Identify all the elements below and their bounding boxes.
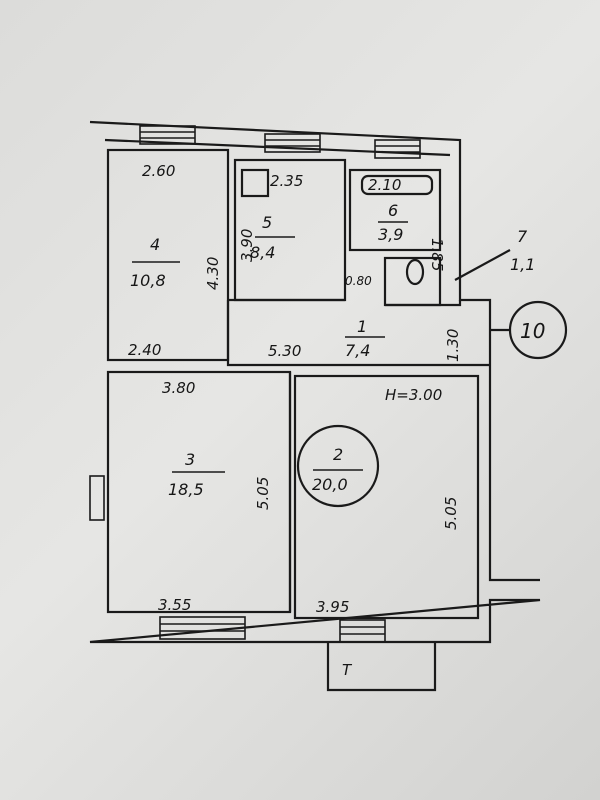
- balcony: [326, 642, 437, 692]
- room-6-area: 3,9: [378, 225, 403, 244]
- room-5-area: 8,4: [250, 243, 275, 262]
- dim-r4-side: 4.30: [204, 257, 222, 290]
- dim-r6-top: 2.10: [368, 176, 401, 194]
- dim-r3-top: 3.80: [162, 379, 195, 397]
- room-6-bath: [348, 168, 442, 252]
- room-2: [293, 374, 480, 620]
- balcony-label: T: [342, 661, 353, 679]
- leader-line: [454, 249, 511, 281]
- room-7-number: 7: [517, 227, 528, 246]
- room-5-number: 5: [262, 213, 272, 232]
- dim-r6-side: 1.85: [428, 238, 446, 271]
- room-2-circle: [296, 424, 380, 508]
- stove-icon: [240, 168, 270, 198]
- room-3-area: 18,5: [168, 480, 204, 499]
- toilet-icon: [405, 258, 425, 286]
- dim-door: 0.80: [345, 274, 372, 288]
- dim-r4-top: 2.60: [142, 162, 175, 180]
- room-1-corridor: [226, 298, 490, 367]
- bathtub-icon: [360, 174, 434, 196]
- dim-r2-side: 5.05: [442, 497, 460, 530]
- dim-r5-side: 3.90: [238, 229, 256, 262]
- room-1-number: 1: [357, 317, 367, 336]
- room-7-area: 1,1: [510, 255, 535, 274]
- dim-r4-bottom: 2.40: [128, 341, 161, 359]
- dim-r2-bottom: 3.95: [316, 598, 349, 616]
- apartment-number: 10: [520, 319, 545, 343]
- dim-r3-bottom: 3.55: [158, 596, 191, 614]
- outer-wall: [89, 120, 541, 644]
- room-1-area: 7,4: [345, 341, 370, 360]
- ceiling-height: H=3.00: [385, 386, 442, 404]
- room-2-area: 20,0: [312, 475, 348, 494]
- dim-r3-side: 5.05: [254, 477, 272, 510]
- room-3-number: 3: [185, 450, 195, 469]
- room-6-number: 6: [388, 201, 398, 220]
- dim-corridor-side: 1.30: [444, 329, 462, 362]
- room-4-number: 4: [150, 235, 160, 254]
- room-4: [106, 148, 230, 362]
- windows: [89, 125, 421, 643]
- room-4-area: 10,8: [130, 271, 166, 290]
- room-2-number: 2: [333, 445, 343, 464]
- dim-r5-top: 2.35: [270, 172, 303, 190]
- dim-corridor-length: 5.30: [268, 342, 301, 360]
